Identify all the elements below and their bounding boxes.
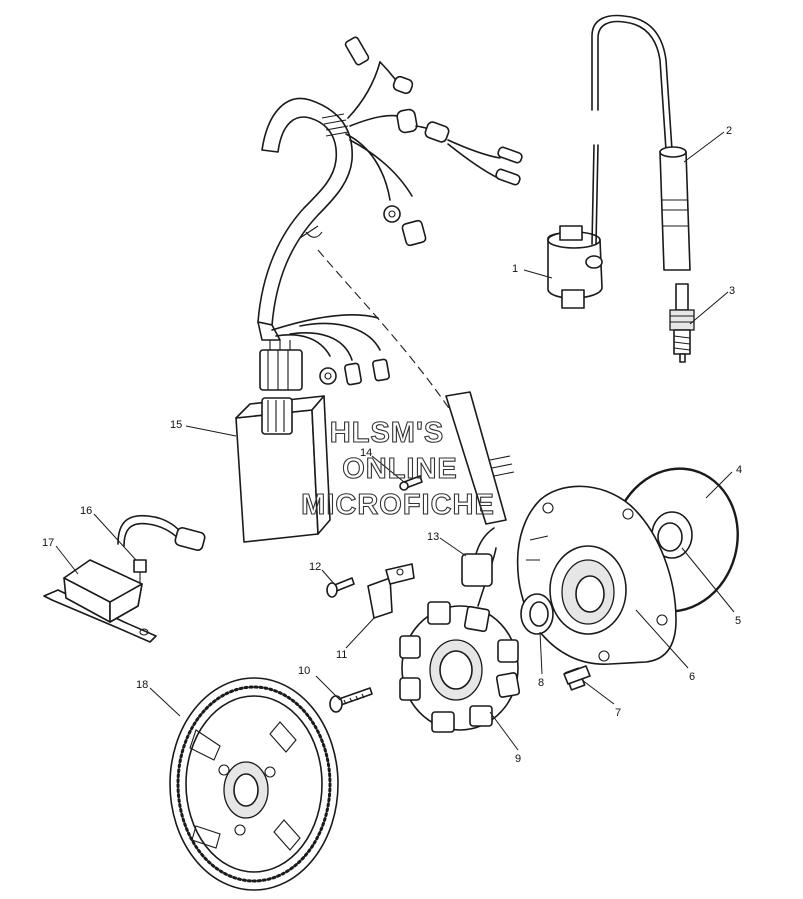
callout-8: 8 (538, 677, 544, 689)
watermark-line-2: ONLINE (342, 453, 458, 485)
voltage-regulator (43, 559, 157, 643)
callout-5: 5 (735, 615, 741, 627)
watermark-line-3: MICROFICHE (301, 489, 495, 521)
callout-3: 3 (729, 285, 735, 297)
grommet-screw (399, 475, 423, 491)
callout-12: 12 (309, 561, 321, 573)
callout-6: 6 (689, 671, 695, 683)
callout-10: 10 (298, 665, 310, 677)
ignition-coil (547, 144, 603, 309)
watermark-line-1: HLSM'S (330, 417, 444, 449)
regulator-screw (117, 514, 206, 588)
callout-13: 13 (427, 531, 439, 543)
callout-14: 14 (360, 447, 372, 459)
oil-seal (651, 511, 693, 559)
callout-labels: 1 2 3 4 5 6 7 8 9 10 11 12 13 14 15 16 1… (42, 125, 742, 765)
stator (399, 547, 521, 733)
callout-17: 17 (42, 537, 54, 549)
crank-seal (520, 593, 554, 635)
callout-16: 16 (80, 505, 92, 517)
clamp-screw (326, 577, 355, 598)
callout-7: 7 (615, 707, 621, 719)
spark-plug (669, 283, 695, 363)
spark-plug-cap (591, 14, 691, 271)
plate-bolt (563, 665, 591, 691)
leader-lines (55, 131, 735, 751)
cdi-box (235, 395, 331, 543)
stator-plate (516, 485, 677, 665)
wiring-harness (257, 36, 523, 441)
grommet (445, 391, 515, 587)
callout-1: 1 (512, 263, 518, 275)
flywheel (169, 677, 339, 891)
watermark: HLSM'S ONLINE MICROFICHE (301, 416, 495, 521)
callout-9: 9 (515, 753, 521, 765)
stator-screw (329, 687, 373, 713)
callout-15: 15 (170, 419, 182, 431)
callout-11: 11 (336, 649, 347, 661)
callout-2: 2 (726, 125, 732, 137)
wire-clamp (367, 563, 415, 619)
callout-4: 4 (736, 464, 742, 476)
callout-18: 18 (136, 679, 148, 691)
